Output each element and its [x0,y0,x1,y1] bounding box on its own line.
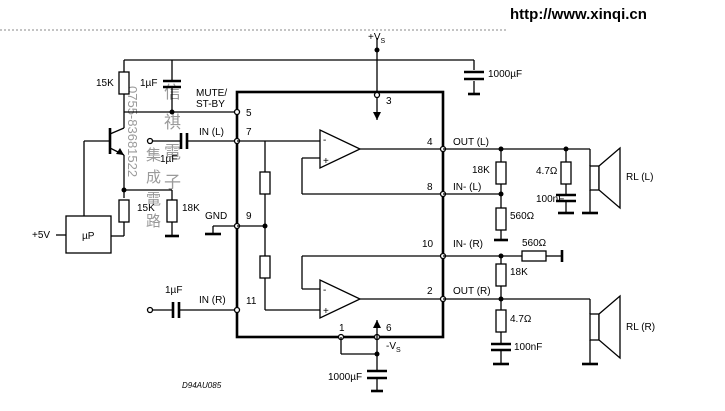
r-18k-left-label: 18K [182,203,200,214]
pin-3-dot [373,91,381,99]
mute-label: MUTE/ [196,88,227,99]
svg-text:0755-83681522: 0755-83681522 [125,86,140,177]
rl-r-label: RL (R) [626,322,655,333]
r-47-l [560,161,572,185]
site-url: http://www.xinqi.cn [510,6,647,23]
svg-text:成: 成 [146,168,161,186]
r-18k-r-label: 18K [510,267,528,278]
r-15k-top [118,71,130,95]
r-47-r [495,309,507,333]
pin-8: 8 [427,182,433,193]
svg-text:+: + [323,156,329,167]
in-minus-l-label: IN- (L) [453,182,481,193]
svg-text:+: + [323,306,329,317]
svg-text:路: 路 [146,212,161,230]
c-100nf-r-label: 100nF [514,342,542,353]
pin-4: 4 [427,137,433,148]
c-1uf-in-r-label: 1µF [165,285,182,296]
svg-text:電: 電 [146,190,161,208]
vs-minus-label: -VS [386,341,401,354]
pin-10: 10 [422,239,434,250]
watermark: 信 祺 電 子 集 成 電 路 0755-83681522 [125,83,181,230]
micro-block [65,215,112,254]
out-l-label: OUT (L) [453,137,489,148]
c-1uf-in-l-label: 1µF [160,154,177,165]
pin-7: 7 [246,127,252,138]
pin-2: 2 [427,286,433,297]
svg-text:集: 集 [146,146,161,164]
in-minus-r-label: IN- (R) [453,239,483,250]
svg-text:祺: 祺 [164,113,181,133]
c-1uf-mute-label: 1µF [140,78,157,89]
pin-6: 6 [386,323,392,334]
vs-plus-label: +VS [368,32,386,45]
pin-5: 5 [246,108,252,119]
int-res-upper [259,171,271,195]
supply-5v-label: +5V [32,230,50,241]
pin-3: 3 [386,96,392,107]
r-18k-l-label: 18K [472,165,490,176]
r-18k-l [495,161,507,185]
r-560-r-label: 560Ω [522,238,547,249]
r-15k-bottom [118,199,130,223]
opamp-lower: - + [319,278,362,320]
rl-l-label: RL (L) [626,172,653,183]
r-47-l-label: 4.7Ω [536,166,558,177]
pin-9: 9 [246,211,252,222]
r-560-l-label: 560Ω [510,211,535,222]
micro-label: µP [82,231,95,242]
vs-minus-arrow [373,320,381,328]
out-r-label: OUT (R) [453,286,491,297]
c-1000uf-bottom-label: 1000µF [328,372,362,383]
pin-1: 1 [339,323,345,334]
svg-text:電: 電 [164,143,181,163]
in-l-label: IN (L) [199,127,224,138]
r-18k-r [495,263,507,287]
in-r-label: IN (R) [199,295,226,306]
speaker-r [589,294,621,360]
vs-plus-arrow [373,112,381,120]
svg-text:-: - [323,135,326,146]
c-1000uf-top-label: 1000µF [488,69,522,80]
gnd-label: GND [205,211,227,222]
transistor [84,127,125,156]
r-560-r [521,250,547,262]
r-560-l [495,207,507,231]
pin-11: 11 [246,296,257,307]
svg-text:子: 子 [164,173,181,193]
r-15k-top-label: 15K [96,78,114,89]
stby-label: ST-BY [196,99,225,110]
r-15k-bottom-label: 15K [137,203,155,214]
r-18k-left [166,199,178,223]
drawing-code: D94AU085 [182,381,222,390]
int-res-lower [259,255,271,279]
svg-text:-: - [323,285,326,296]
r-47-r-label: 4.7Ω [510,314,532,325]
opamp-upper: - + [319,128,362,170]
speaker-l [589,146,621,210]
c-100nf-l-label: 100nF [536,194,564,205]
